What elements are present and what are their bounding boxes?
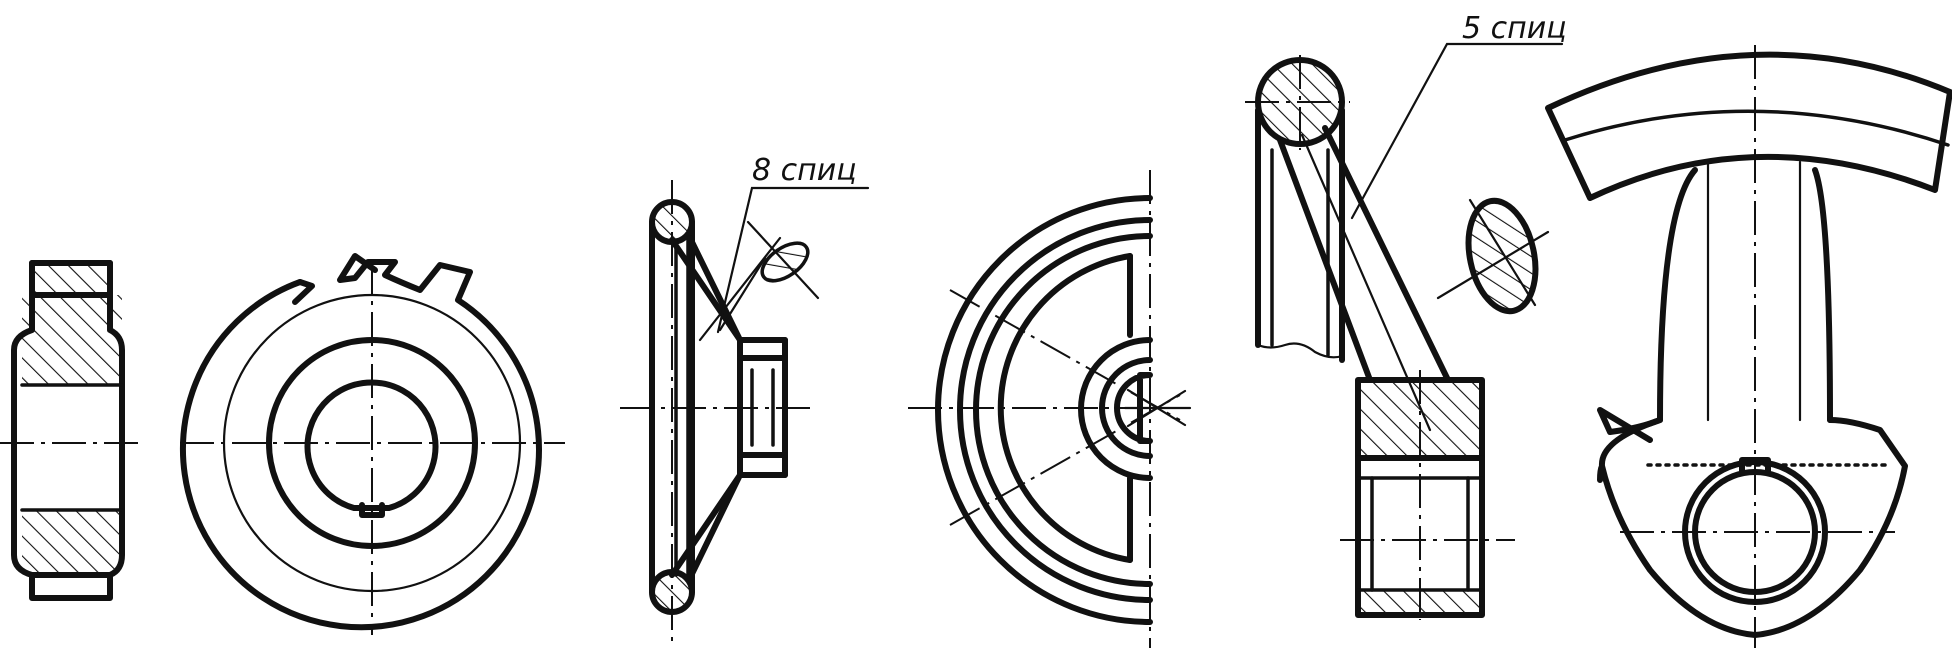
gear-front-view xyxy=(180,253,565,635)
handwheel-8-spokes-section: 8 спиц xyxy=(620,153,870,648)
spokes-8-label: 8 спиц xyxy=(752,153,857,188)
gear-section-view xyxy=(0,260,140,601)
wheel-half-view xyxy=(908,170,1192,648)
handwheel-5-spokes-section: 5 спиц xyxy=(1245,11,1567,620)
lever-arm-view xyxy=(1545,45,1952,648)
spokes-5-label: 5 спиц xyxy=(1462,11,1567,46)
